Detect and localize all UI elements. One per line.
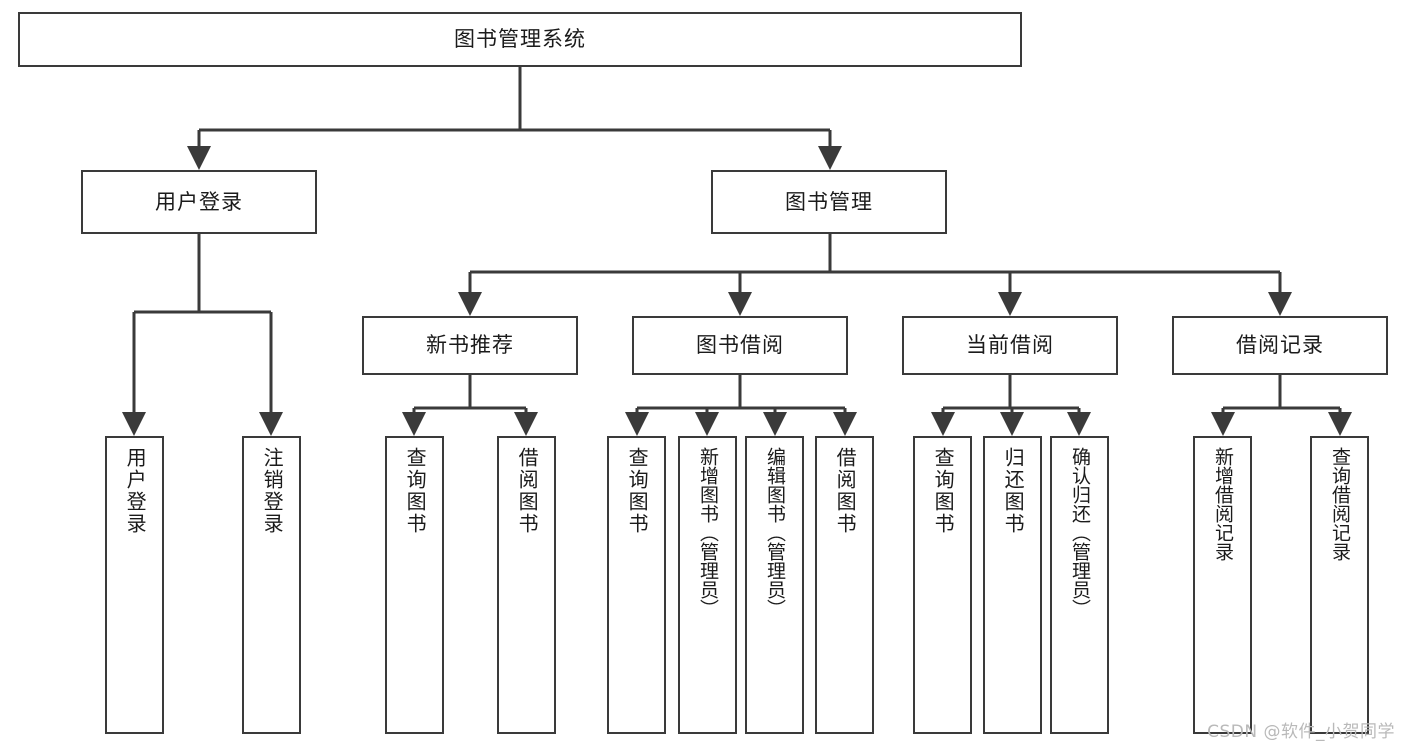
node-root-book-management-system[interactable]: 图书管理系统	[18, 12, 1022, 67]
leaf-book-borrow-query[interactable]: 查询图书	[607, 436, 666, 734]
node-label: 查询图书	[931, 447, 956, 535]
node-label: 查询图书	[403, 447, 428, 535]
node-label: 编辑图书（管理员）	[763, 447, 786, 618]
node-label: 查询图书	[625, 447, 650, 535]
leaf-borrow-record-add[interactable]: 新增借阅记录	[1193, 436, 1252, 734]
leaf-book-borrow-add[interactable]: 新增图书（管理员）	[678, 436, 737, 734]
node-label: 新增借阅记录	[1211, 447, 1234, 561]
leaf-user-login-logout[interactable]: 注销登录	[242, 436, 301, 734]
node-label: 归还图书	[1001, 447, 1026, 535]
node-label: 借阅图书	[515, 447, 540, 535]
node-label: 新书推荐	[426, 333, 514, 358]
node-new-book-recommend[interactable]: 新书推荐	[362, 316, 578, 375]
node-label: 确认归还（管理员）	[1068, 447, 1091, 618]
watermark-text: CSDN @软件_小贺同学	[1207, 722, 1395, 742]
node-label: 用户登录	[123, 447, 148, 535]
node-label: 新增图书（管理员）	[696, 447, 719, 618]
node-label: 用户登录	[155, 189, 243, 214]
node-user-login[interactable]: 用户登录	[81, 170, 317, 234]
leaf-book-borrow-edit[interactable]: 编辑图书（管理员）	[745, 436, 804, 734]
leaf-new-book-query[interactable]: 查询图书	[385, 436, 444, 734]
node-label: 当前借阅	[966, 333, 1054, 358]
leaf-user-login-login[interactable]: 用户登录	[105, 436, 164, 734]
leaf-current-borrow-return[interactable]: 归还图书	[983, 436, 1042, 734]
leaf-current-borrow-confirm-return[interactable]: 确认归还（管理员）	[1050, 436, 1109, 734]
node-borrow-record[interactable]: 借阅记录	[1172, 316, 1388, 375]
leaf-book-borrow-borrow[interactable]: 借阅图书	[815, 436, 874, 734]
node-book-management[interactable]: 图书管理	[711, 170, 947, 234]
node-label: 图书管理系统	[454, 27, 586, 52]
node-label: 图书管理	[785, 189, 873, 214]
leaf-current-borrow-query[interactable]: 查询图书	[913, 436, 972, 734]
node-book-borrow[interactable]: 图书借阅	[632, 316, 848, 375]
node-label: 借阅图书	[833, 447, 858, 535]
node-label: 查询借阅记录	[1328, 447, 1351, 561]
node-label: 图书借阅	[696, 333, 784, 358]
node-current-borrow[interactable]: 当前借阅	[902, 316, 1118, 375]
node-label: 注销登录	[260, 447, 285, 535]
leaf-new-book-borrow[interactable]: 借阅图书	[497, 436, 556, 734]
leaf-borrow-record-query[interactable]: 查询借阅记录	[1310, 436, 1369, 734]
node-label: 借阅记录	[1236, 333, 1324, 358]
